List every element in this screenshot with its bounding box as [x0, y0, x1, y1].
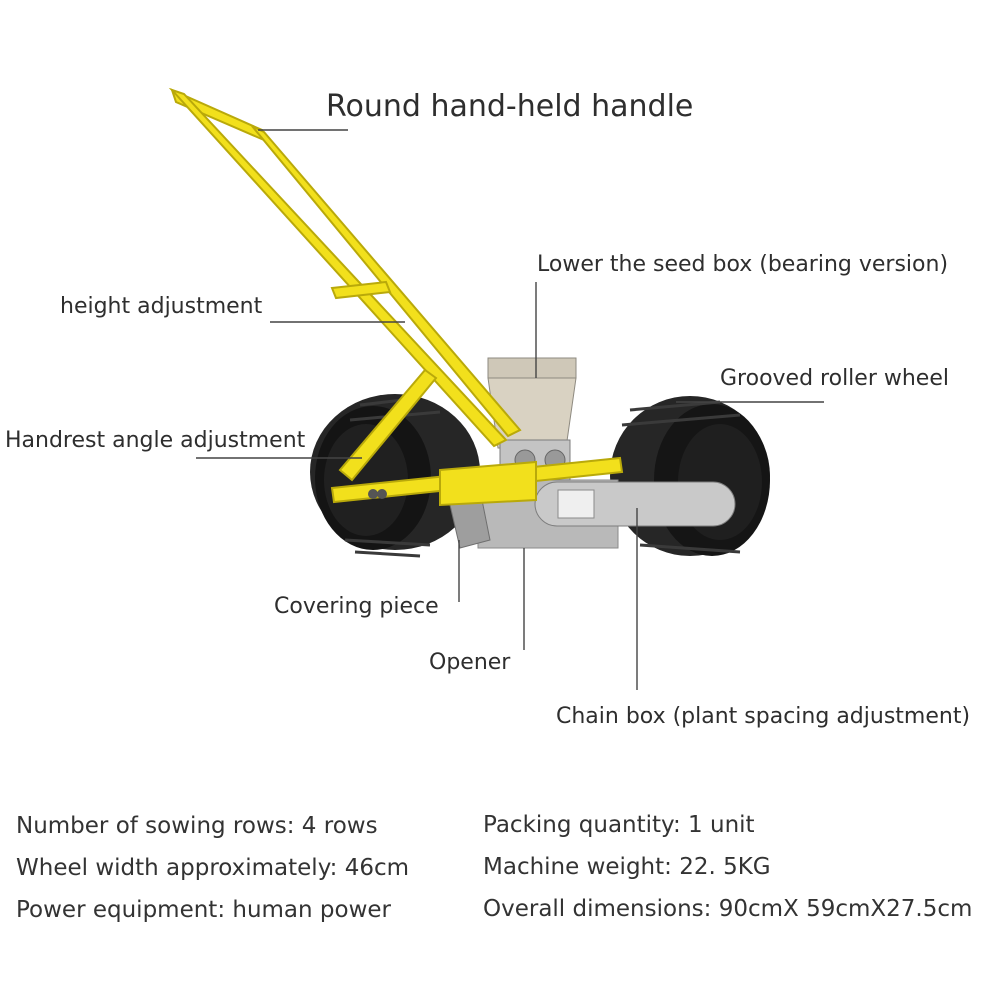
pivot-bolt [368, 489, 378, 499]
label-height-adjustment: height adjustment [60, 294, 263, 319]
spec-power-equipment: Power equipment: human power [16, 897, 392, 923]
label-seed-box: Lower the seed box (bearing version) [537, 252, 949, 277]
label-round-handle: Round hand-held handle [326, 89, 694, 124]
spec-overall-dimensions: Overall dimensions: 90cmX 59cmX27.5cm [483, 896, 973, 922]
grooved-roller-wheel [610, 396, 770, 556]
chain-box [534, 481, 736, 527]
yellow-frame [168, 87, 624, 507]
rear-roller-wheel [310, 394, 480, 558]
label-covering-piece: Covering piece [274, 594, 439, 619]
spec-wheel-width: Wheel width approximately: 46cm [16, 855, 410, 881]
leader-lines [196, 129, 824, 690]
spec-sowing-rows: Number of sowing rows: 4 rows [16, 813, 378, 839]
label-chain-box: Chain box (plant spacing adjustment) [556, 704, 971, 729]
label-handrest-angle: Handrest angle adjustment [5, 428, 306, 453]
label-grooved-roller-wheel: Grooved roller wheel [720, 366, 949, 391]
pivot-bolt [377, 489, 387, 499]
spec-packing-quantity: Packing quantity: 1 unit [483, 812, 755, 838]
label-opener: Opener [429, 650, 511, 675]
spec-machine-weight: Machine weight: 22. 5KG [483, 854, 771, 880]
